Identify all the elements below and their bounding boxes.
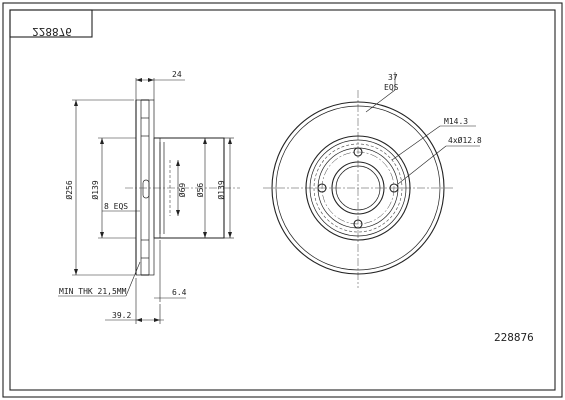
front-view: 37 EQS M14.3 4xØ12.8 [263, 72, 482, 288]
dim-pcd: 8 EQS [104, 202, 128, 211]
dim-bolt-circle: Ø56 [195, 183, 205, 198]
dim-min-thickness: MIN THK 21,5MM [59, 287, 127, 296]
vent-angle: 37 [388, 73, 398, 82]
dim-height: 39.2 [112, 311, 131, 320]
side-view: Ø256 Ø139 8 EQS Ø69 Ø56 Ø139 24 MIN [58, 70, 240, 324]
dim-hub-bore: Ø139 [216, 180, 226, 199]
inner-frame [9, 9, 556, 391]
dim-offset: 6.4 [172, 288, 187, 297]
vent-count: EQS [384, 83, 399, 92]
thread-spec: M14.3 [444, 117, 468, 126]
dim-center-bore: Ø69 [177, 183, 187, 198]
dim-outer-diameter: Ø256 [64, 180, 74, 199]
hole-spec: 4xØ12.8 [448, 135, 482, 145]
title-tab: 228876 [9, 9, 93, 38]
part-number: 228876 [494, 331, 534, 344]
dim-thickness: 24 [172, 70, 182, 79]
dim-inner-diameter: Ø139 [90, 180, 100, 199]
part-number-mirrored: 228876 [32, 25, 72, 38]
